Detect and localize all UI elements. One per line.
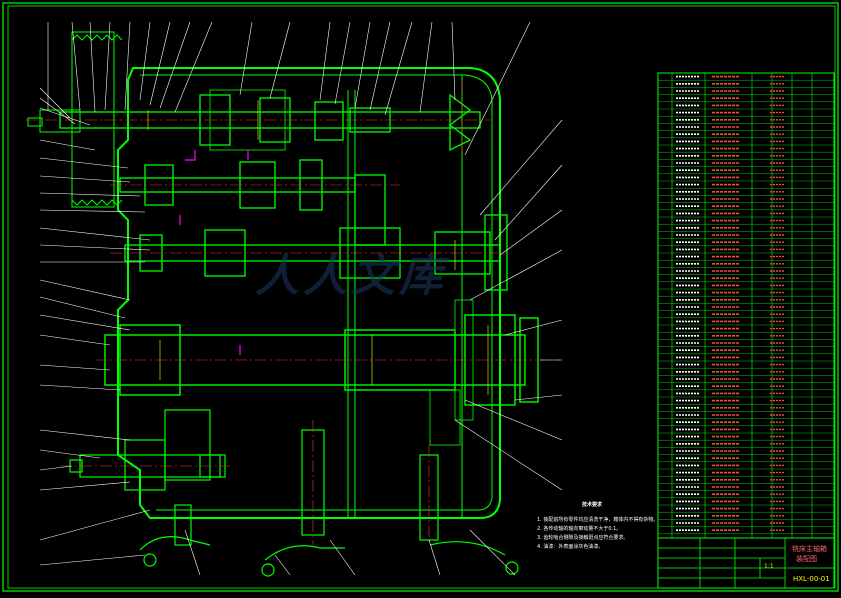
dimension-marks: [147, 100, 489, 395]
spindle: [104, 299, 539, 446]
leader-lines-left: [39, 87, 151, 566]
leader-lines-right: [184, 119, 563, 576]
leader-lines-top: [47, 21, 531, 156]
notes-line-3: 3. 齿轮啮合侧隙及接触斑点应符合要求。: [537, 535, 629, 541]
notes-line-1: 1. 装配前所有零件均应清洗干净，箱体内不得有杂物。: [537, 517, 659, 523]
watermark: 人人文库: [255, 251, 447, 302]
shaft-2: [119, 159, 386, 246]
inner-frame: [7, 5, 836, 589]
parts-list-rows: [658, 75, 834, 534]
lower-shaft: [69, 409, 226, 491]
notes-title: 技术要求: [582, 502, 603, 508]
notes-line-2: 2. 各传动轴的轴向窜动量不大于0.1。: [537, 526, 622, 532]
parts-list: [657, 72, 835, 539]
title-block: [657, 537, 835, 589]
input-pulley: [27, 31, 123, 208]
drawing-number: HXL-00-01: [793, 575, 830, 583]
feet: [139, 429, 519, 577]
notes-line-4: 4. 油漆：外表面涂灰色油漆。: [537, 544, 604, 550]
drawing-name-line2: 装配图: [796, 555, 817, 563]
drawing-name-line1: 铣床主轴箱: [792, 545, 827, 553]
drawing-scale: 1:1: [764, 563, 774, 570]
centerlines: [25, 80, 560, 545]
gearbox-housing: [117, 67, 501, 519]
section-markers: [179, 150, 249, 355]
